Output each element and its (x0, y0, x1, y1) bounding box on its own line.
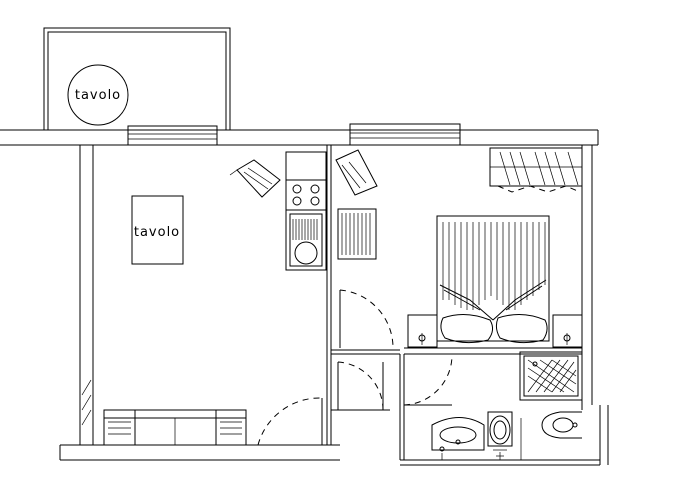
window-left (81, 379, 92, 426)
window-bedroom (349, 123, 461, 146)
nightstand-left (407, 314, 438, 348)
bedroom-chair (335, 149, 378, 196)
kitchenette (285, 151, 327, 271)
balcony: tavolo (43, 27, 231, 131)
balcony-table-label: tavolo (75, 88, 121, 103)
armchair (229, 159, 281, 198)
bidet (541, 411, 582, 439)
toilet (487, 411, 513, 460)
nightstand-right (552, 314, 583, 348)
window-living (127, 125, 218, 146)
pillow-left (440, 314, 494, 344)
square-table (131, 195, 184, 265)
bathroom (404, 347, 583, 460)
round-table (67, 64, 129, 126)
washbasin (431, 417, 485, 460)
shower (519, 351, 583, 401)
desk (337, 208, 377, 260)
stove (285, 179, 327, 211)
sink (289, 213, 323, 267)
living-room: tavolo (103, 159, 323, 446)
double-bed (436, 215, 550, 344)
bedroom (335, 147, 583, 348)
living-table-label: tavolo (134, 225, 180, 240)
entry-door (257, 397, 323, 446)
sofa (103, 409, 247, 446)
wardrobe (489, 147, 583, 193)
hallway (331, 289, 453, 460)
pillow-right (495, 314, 548, 344)
